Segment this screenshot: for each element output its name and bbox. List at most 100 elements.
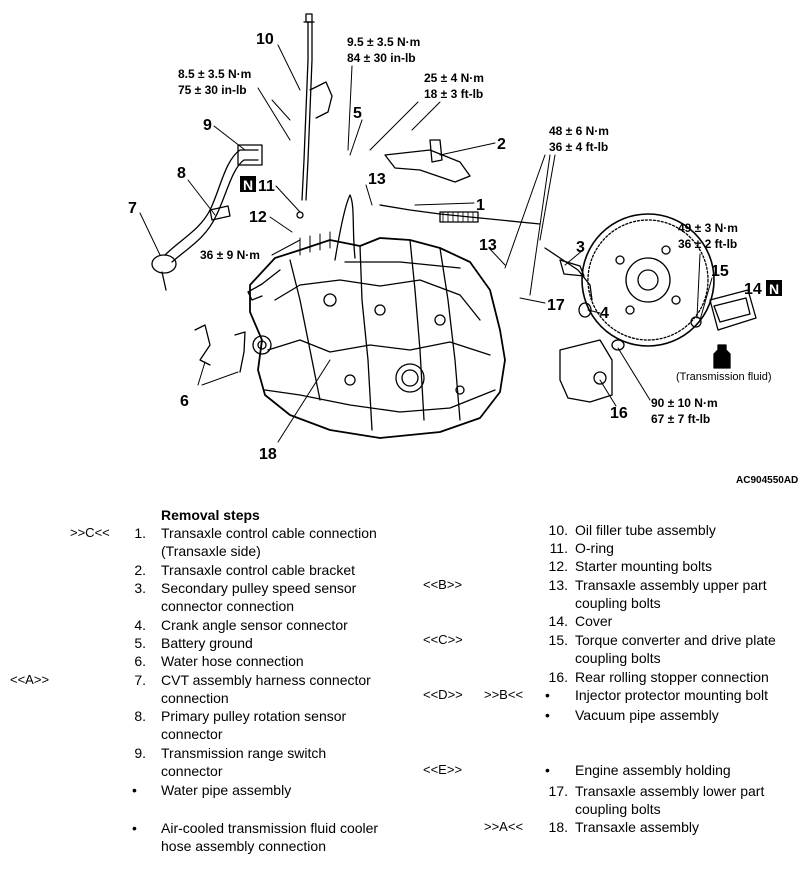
bullet-mark: • <box>132 782 137 798</box>
callout-3: 3 <box>576 239 585 256</box>
control-cable-drawing <box>379 139 541 225</box>
step-number: 5. <box>134 635 146 651</box>
step-text: Water pipe assembly <box>161 782 292 798</box>
torque-3-metric: 25 ± 4 N·m <box>424 71 484 85</box>
ref-label: <<E>> <box>423 762 463 777</box>
ref-label: <<C>> <box>423 632 463 647</box>
torque-5: 36 ± 9 N·m <box>200 248 260 262</box>
callout-15: 15 <box>711 263 729 280</box>
callout-7: 7 <box>128 200 137 217</box>
step-text: Water hose connection <box>161 653 304 669</box>
step-text: Cover <box>575 613 613 629</box>
step-text: Torque converter and drive plate <box>575 632 776 648</box>
torque-6-metric: 49 ± 3 N·m <box>678 221 738 235</box>
callout-2: 2 <box>497 136 506 153</box>
sensor-parts-drawing <box>544 247 625 403</box>
drive-plate-drawing <box>581 213 757 347</box>
fluid-bottle-icon <box>713 344 731 369</box>
step-text: O-ring <box>575 540 614 556</box>
callout-11: 11 <box>258 178 275 195</box>
step-text: Transmission range switch <box>161 745 327 761</box>
step-text: Transaxle control cable connection <box>161 525 377 541</box>
step-number: 4. <box>134 617 146 633</box>
ref-label: >>C<< <box>70 525 110 540</box>
step-number: 1. <box>134 525 146 541</box>
step-text: Rear rolling stopper connection <box>575 669 769 685</box>
torque-specs: 8.5 ± 3.5 N·m 75 ± 30 in-lb 9.5 ± 3.5 N·… <box>178 35 738 426</box>
callout-16: 16 <box>610 405 628 422</box>
torque-3-imperial: 18 ± 3 ft-lb <box>424 87 483 101</box>
ref-label: <<B>> <box>423 577 463 592</box>
torque-7-imperial: 67 ± 7 ft-lb <box>651 412 710 426</box>
new-part-badge-11: N <box>240 176 256 193</box>
step-text: coupling bolts <box>575 595 661 611</box>
step-text: Transaxle assembly <box>575 819 699 835</box>
callout-13-upper: 13 <box>368 171 386 188</box>
bullet-mark: • <box>132 820 137 836</box>
step-text: Transaxle assembly lower part <box>575 783 765 799</box>
callout-9: 9 <box>203 117 212 134</box>
leader-lines <box>139 44 713 443</box>
callout-12: 12 <box>249 209 267 226</box>
transaxle-body-drawing <box>247 194 506 439</box>
callout-10: 10 <box>256 31 274 48</box>
ref-label: <<D>> <box>423 687 463 702</box>
step-text: Transaxle assembly upper part <box>575 577 767 593</box>
step-text: Air-cooled transmission fluid cooler <box>161 820 379 836</box>
step-text: connector <box>161 763 223 779</box>
callout-17: 17 <box>547 297 565 314</box>
torque-6-imperial: 36 ± 2 ft-lb <box>678 237 737 251</box>
callout-6: 6 <box>180 393 189 410</box>
step-text: hose assembly connection <box>161 838 326 854</box>
step-text: Oil filler tube assembly <box>575 522 716 538</box>
callout-8: 8 <box>177 165 186 182</box>
step-text: Starter mounting bolts <box>575 558 712 574</box>
svg-text:N: N <box>243 177 253 193</box>
steps-heading: Removal steps <box>161 507 260 523</box>
step-number: 13. <box>548 577 568 593</box>
step-text: Crank angle sensor connector <box>161 617 348 633</box>
step-number: 7. <box>134 672 146 688</box>
ref-label: <<A>> <box>10 672 50 687</box>
callout-numbers: 10 5 2 9 8 7 11 13 12 1 13 3 15 14 17 4 … <box>128 31 762 463</box>
bullet-mark: • <box>545 687 550 703</box>
ref-label: >>A<< <box>484 819 524 834</box>
step-number: 15. <box>548 632 568 648</box>
step-number: 2. <box>134 562 146 578</box>
step-text: Primary pulley rotation sensor <box>161 708 347 724</box>
bullet-mark: • <box>545 707 550 723</box>
torque-4-metric: 48 ± 6 N·m <box>549 124 609 138</box>
step-text: (Transaxle side) <box>161 543 261 559</box>
callout-5: 5 <box>353 105 362 122</box>
torque-1-metric: 8.5 ± 3.5 N·m <box>178 67 251 81</box>
step-text: coupling bolts <box>575 650 661 666</box>
step-number: 6. <box>134 653 146 669</box>
callout-4: 4 <box>600 305 609 322</box>
step-number: 9. <box>134 745 146 761</box>
svg-text:N: N <box>769 281 779 297</box>
water-pipe-drawing <box>194 324 246 373</box>
step-number: 10. <box>548 522 568 538</box>
step-text: connection <box>161 690 229 706</box>
step-text: Vacuum pipe assembly <box>575 707 719 723</box>
step-number: 8. <box>134 708 146 724</box>
step-text: Battery ground <box>161 635 253 651</box>
step-number: 17. <box>548 783 568 799</box>
new-part-badge-14: N <box>766 280 782 297</box>
oil-filler-tube-drawing <box>296 13 333 219</box>
step-number: 18. <box>548 819 568 835</box>
step-text: Engine assembly holding <box>575 762 731 778</box>
step-text: connector <box>161 726 223 742</box>
torque-4-imperial: 36 ± 4 ft-lb <box>549 140 608 154</box>
exploded-diagram: 10 5 2 9 8 7 11 13 12 1 13 3 15 14 17 4 … <box>128 13 798 486</box>
step-text: Secondary pulley speed sensor <box>161 580 357 596</box>
ref-label: >>B<< <box>484 687 524 702</box>
step-text: connector connection <box>161 598 295 614</box>
callout-18: 18 <box>259 446 277 463</box>
bullet-mark: • <box>545 762 550 778</box>
torque-2-imperial: 84 ± 30 in-lb <box>347 51 416 65</box>
step-number: 16. <box>548 669 568 685</box>
step-text: CVT assembly harness connector <box>161 672 371 688</box>
torque-1-imperial: 75 ± 30 in-lb <box>178 83 247 97</box>
fluid-label: (Transmission fluid) <box>676 371 772 383</box>
